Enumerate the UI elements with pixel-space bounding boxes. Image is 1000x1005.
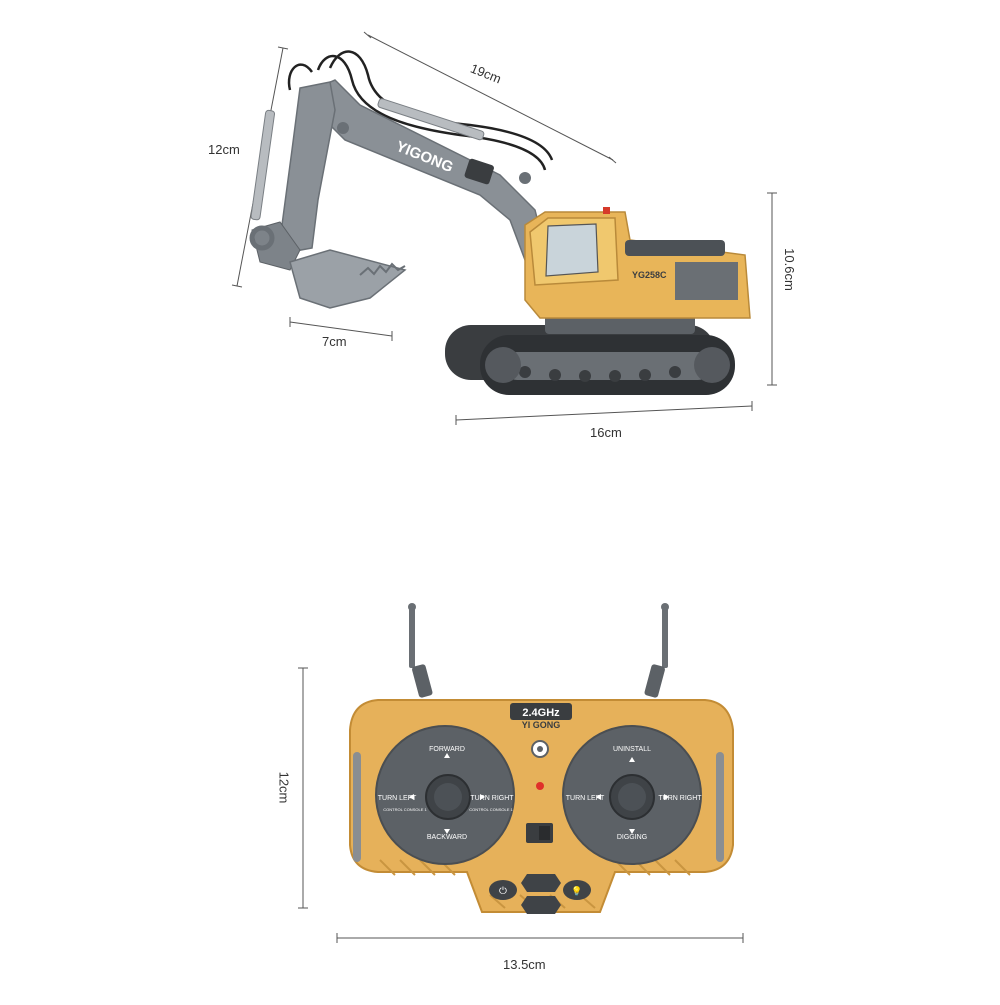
power-indicator-light: [536, 782, 544, 790]
power-icon: ⏻: [499, 886, 507, 897]
excavator-stick: [279, 81, 336, 253]
joint-pin: [519, 172, 531, 184]
idler-wheel: [485, 347, 521, 383]
arm-height-label: 12cm: [208, 142, 240, 157]
excavator-bucket: [289, 249, 407, 309]
remote-width-label: 13.5cm: [503, 957, 546, 972]
linkage-pin: [249, 225, 275, 251]
boom-cylinder-block: [464, 158, 494, 185]
boom-cylinder: [377, 98, 485, 141]
gear-icon: [537, 746, 543, 752]
stick-cylinder: [250, 109, 276, 221]
power-button[interactable]: [489, 880, 517, 900]
left-down-label: BACKWARD: [427, 834, 467, 841]
frequency-label: 2.4GHz: [522, 707, 560, 719]
bottom-buttons: ⏻ 💡: [489, 874, 591, 914]
warning-light: [603, 207, 610, 214]
right-up-label: UNINSTALL: [613, 746, 651, 753]
right-down-label: DIGGING: [617, 834, 647, 841]
remote-controller: 2.4GHz YI GONG FORWARD BACKWARD TURN LEF…: [298, 603, 744, 943]
remote-brand-label: YI GONG: [522, 720, 561, 730]
dimension-lines-remote: [298, 667, 744, 943]
model-label: YG258C: [632, 270, 667, 280]
lightbulb-icon: 💡: [571, 885, 582, 896]
body-height-label: 10.6cm: [781, 248, 797, 291]
left-right-sub-label: CONTROL CONSOLE 1: [469, 807, 513, 812]
remote-height-label: 12cm: [276, 771, 292, 804]
antenna-left: [409, 608, 415, 668]
grip-right: [716, 752, 724, 862]
antenna-right: [662, 608, 668, 668]
cabin-window: [545, 223, 599, 277]
left-up-label: FORWARD: [429, 746, 465, 753]
track-rollers: [519, 366, 681, 382]
excavator: YIGONG: [231, 31, 777, 425]
left-left-label: TURN LEFT: [378, 795, 417, 802]
grip-left: [353, 752, 361, 862]
left-right-label: TURN RIGHT: [470, 795, 514, 802]
bucket-teeth: [359, 262, 406, 276]
right-left-label: TURN LEFT: [566, 795, 605, 802]
joint-pin: [337, 122, 349, 134]
right-right-label: TURN RIGHT: [658, 795, 702, 802]
drive-sprocket: [694, 347, 730, 383]
excavator-tracks: [445, 325, 735, 395]
antennas: [408, 603, 669, 698]
side-panel: [675, 262, 738, 300]
engine-cover: [625, 240, 725, 256]
light-button[interactable]: [563, 880, 591, 900]
dimension-lines-excavator: [231, 31, 777, 425]
down-button[interactable]: [521, 896, 561, 914]
tread-pattern: [379, 859, 691, 909]
bucket-width-label: 7cm: [322, 334, 347, 349]
frequency-badge: [510, 703, 572, 720]
track-length-label: 16cm: [590, 425, 622, 440]
up-button[interactable]: [521, 874, 561, 892]
left-left-sub-label: CONTROL CONSOLE 1: [383, 807, 427, 812]
